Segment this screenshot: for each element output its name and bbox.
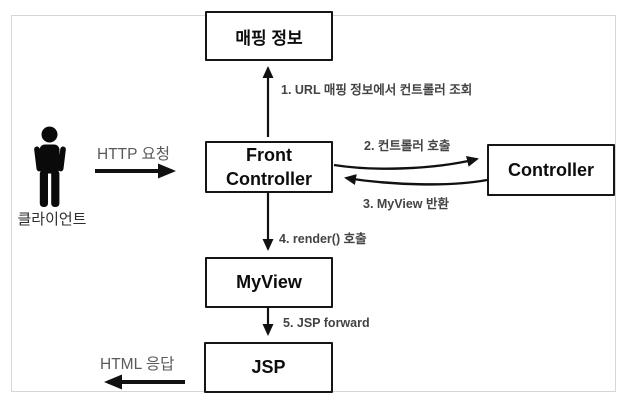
mapping-info-node: 매핑 정보: [205, 11, 333, 61]
jsp-node: JSP: [204, 342, 333, 393]
controller-label: Controller: [507, 159, 594, 180]
http-request-label: HTTP 요청: [97, 146, 171, 163]
edge-label-step1: 1. URL 매핑 정보에서 컨트롤러 조회: [281, 83, 473, 97]
diagram-frame: [11, 15, 616, 392]
edge-label-step4: 4. render() 호출: [279, 232, 367, 246]
jsp-label: JSP: [251, 357, 286, 377]
edge-label-step3: 3. MyView 반환: [363, 197, 449, 211]
controller-node: Controller: [487, 144, 615, 196]
client-label: 클라이언트: [17, 211, 87, 228]
front-controller-node: Front Controller: [205, 141, 333, 193]
myview-node: MyView: [205, 257, 333, 308]
edge-label-step5: 5. JSP forward: [283, 316, 370, 330]
client-person-icon: [34, 126, 66, 207]
mapping-info-label: 매핑 정보: [235, 28, 303, 48]
front-controller-label: Front Controller: [225, 145, 312, 189]
myview-label: MyView: [236, 272, 302, 292]
edge-label-step2: 2. 컨트롤러 호출: [364, 139, 451, 153]
html-response-label: HTML 응답: [100, 356, 175, 373]
